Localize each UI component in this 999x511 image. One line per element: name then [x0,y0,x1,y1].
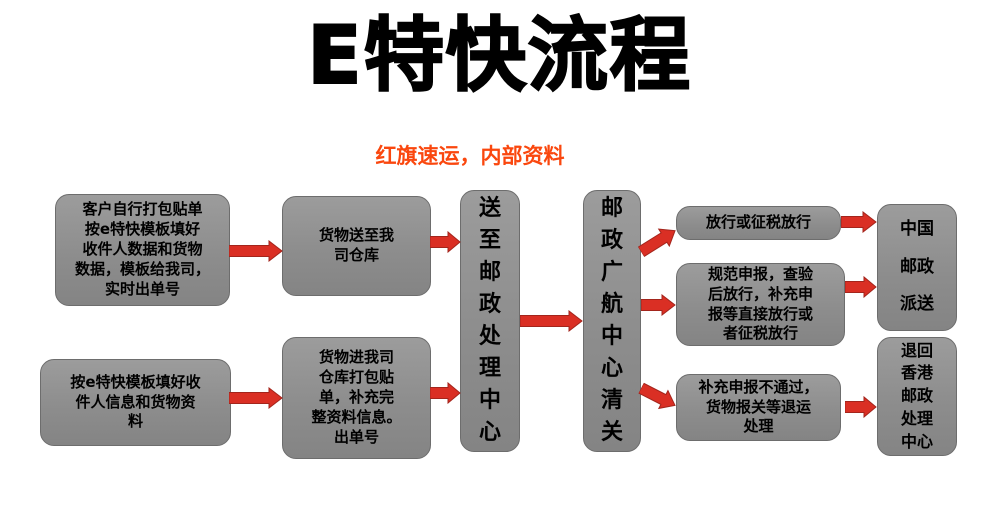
flow-arrow-icon [635,221,681,261]
flow-box-customs-clearance-text: 邮政广航中心清关 [600,196,623,445]
page-subtitle: 红旗速运，内部资料 [375,144,565,168]
flow-box-customs-clearance: 邮政广航中心清关 [583,190,641,452]
page-title: E特快流程 [306,9,692,103]
flow-box-postal-processing-center-text: 送至邮政处理中心 [478,196,501,445]
flow-box-postal-processing-center: 送至邮政处理中心 [460,190,520,452]
flow-box-customer-pack: 客户自行打包贴单 按e特快模板填好 收件人数据和货物 数据，模板给我司， 实时出… [55,194,230,306]
flow-box-fill-template: 按e特快模板填好收 件人信息和货物资 料 [40,359,231,446]
flow-box-fill-template-text: 按e特快模板填好收 件人信息和货物资 料 [70,372,201,431]
flow-box-china-post-delivery-text: 中国 邮政 派送 [900,219,934,315]
flow-box-customer-pack-text: 客户自行打包贴单 按e特快模板填好 收件人数据和货物 数据，模板给我司， 实时出… [74,200,210,298]
flow-arrow-icon [520,310,583,332]
flow-arrow-icon [229,387,283,409]
flow-arrow-icon [841,211,877,233]
flow-arrow-icon [430,231,461,253]
flow-box-release-or-tax-text: 放行或征税放行 [705,213,811,232]
flow-arrow-icon [430,382,461,404]
flow-box-deliver-warehouse: 货物送至我 司仓库 [282,196,431,296]
flow-box-return-hongkong-postal: 退回 香港 邮政 处理 中心 [877,337,957,456]
flow-box-deliver-warehouse-text: 货物送至我 司仓库 [318,226,394,264]
flow-box-standard-declaration-text: 规范申报，查验 后放行，补充申 报等直接放行或 者征税放行 [707,264,813,343]
flow-box-enter-warehouse: 货物进我司 仓库打包贴 单，补充完 整资料信息。 出单号 [282,337,431,459]
flow-box-declaration-fail-return-text: 补充申报不通过， 货物报关等退运 处理 [698,377,819,436]
flow-arrow-icon [229,240,283,262]
flow-arrow-icon [845,396,877,418]
flow-arrow-icon [636,378,681,415]
flow-box-declaration-fail-return: 补充申报不通过， 货物报关等退运 处理 [676,374,841,441]
flow-box-china-post-delivery: 中国 邮政 派送 [877,204,957,331]
flow-arrow-icon [845,276,877,298]
flow-box-enter-warehouse-text: 货物进我司 仓库打包贴 单，补充完 整资料信息。 出单号 [311,348,402,446]
flow-box-standard-declaration: 规范申报，查验 后放行，补充申 报等直接放行或 者征税放行 [676,263,845,346]
flow-arrow-icon [641,294,676,316]
flow-box-return-hongkong-postal-text: 退回 香港 邮政 处理 中心 [900,340,933,451]
flow-box-release-or-tax: 放行或征税放行 [676,206,841,240]
